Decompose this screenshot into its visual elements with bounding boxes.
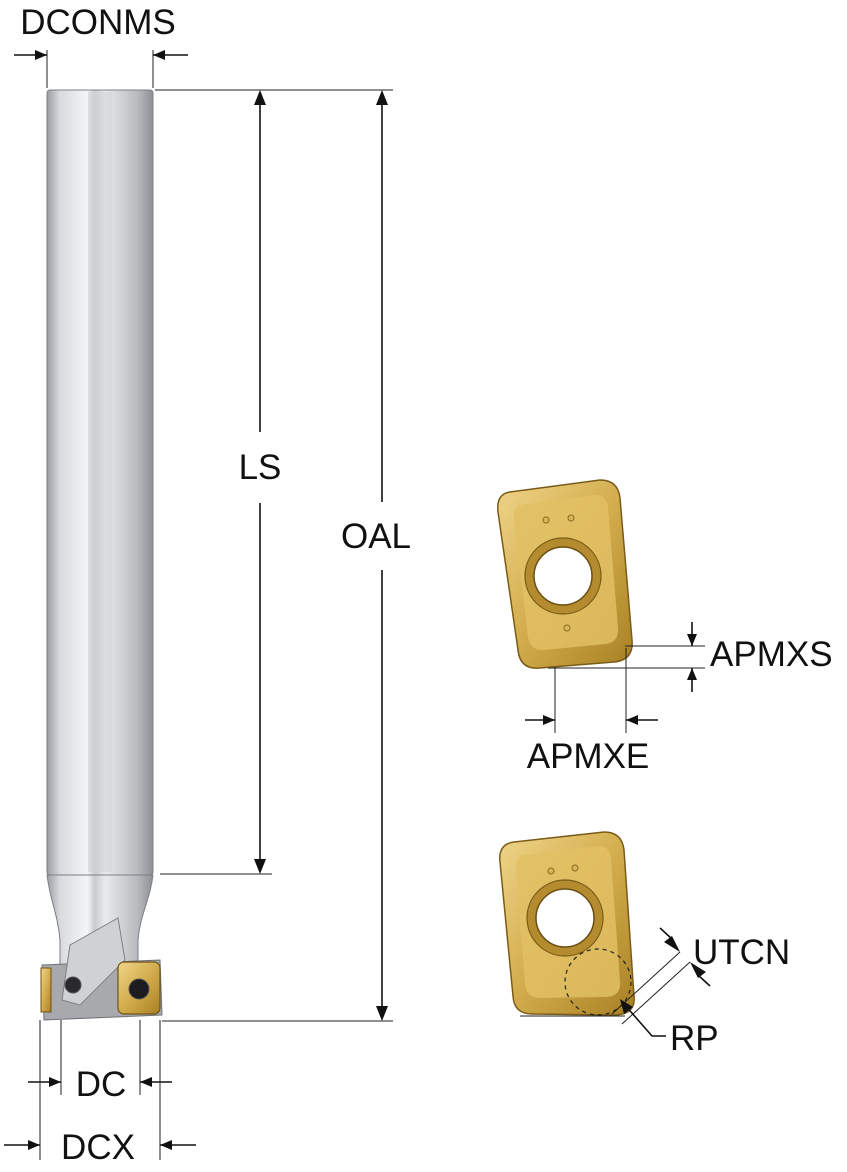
shank-flat [88,92,112,872]
tool-insert-screw [128,978,150,1000]
insert-bottom-hole [535,888,595,948]
apmxe-label: APMXE [527,737,650,776]
dim-ls: LS [155,89,282,875]
apmxs-label: APMXS [710,635,833,674]
dc-label: DC [76,1065,127,1104]
utcn-label: UTCN [693,933,790,972]
rp-label: RP [670,1019,719,1058]
insert-bottom-dot-1 [547,867,555,875]
dim-apmxe: APMXE [525,648,658,776]
ls-label: LS [239,448,282,487]
dim-apmxs: APMXS [548,622,833,692]
dconms-label: DCONMS [20,3,176,42]
insert-bottom-dot-2 [571,864,579,872]
dim-oal: OAL [162,89,411,1022]
dim-utcn: UTCN [520,927,790,1025]
clamp-screw [64,976,82,994]
dim-dc: DC [28,1020,172,1104]
insert-top-dot-1 [542,516,550,524]
insert-top-hole [533,546,593,606]
dcx-label: DCX [61,1128,135,1167]
corner-radius-circle [564,948,632,1016]
end-mill-tool [40,89,163,1021]
insert-top [497,479,633,669]
dim-dconms: DCONMS [14,3,188,88]
tool-insert-side [40,967,52,1013]
insert-bottom [499,831,635,1016]
dim-dcx: DCX [4,1020,196,1167]
oal-label: OAL [341,517,411,556]
dim-rp: RP [620,999,719,1058]
insert-top-dot-3 [563,624,571,632]
insert-top-dot-2 [567,514,575,522]
